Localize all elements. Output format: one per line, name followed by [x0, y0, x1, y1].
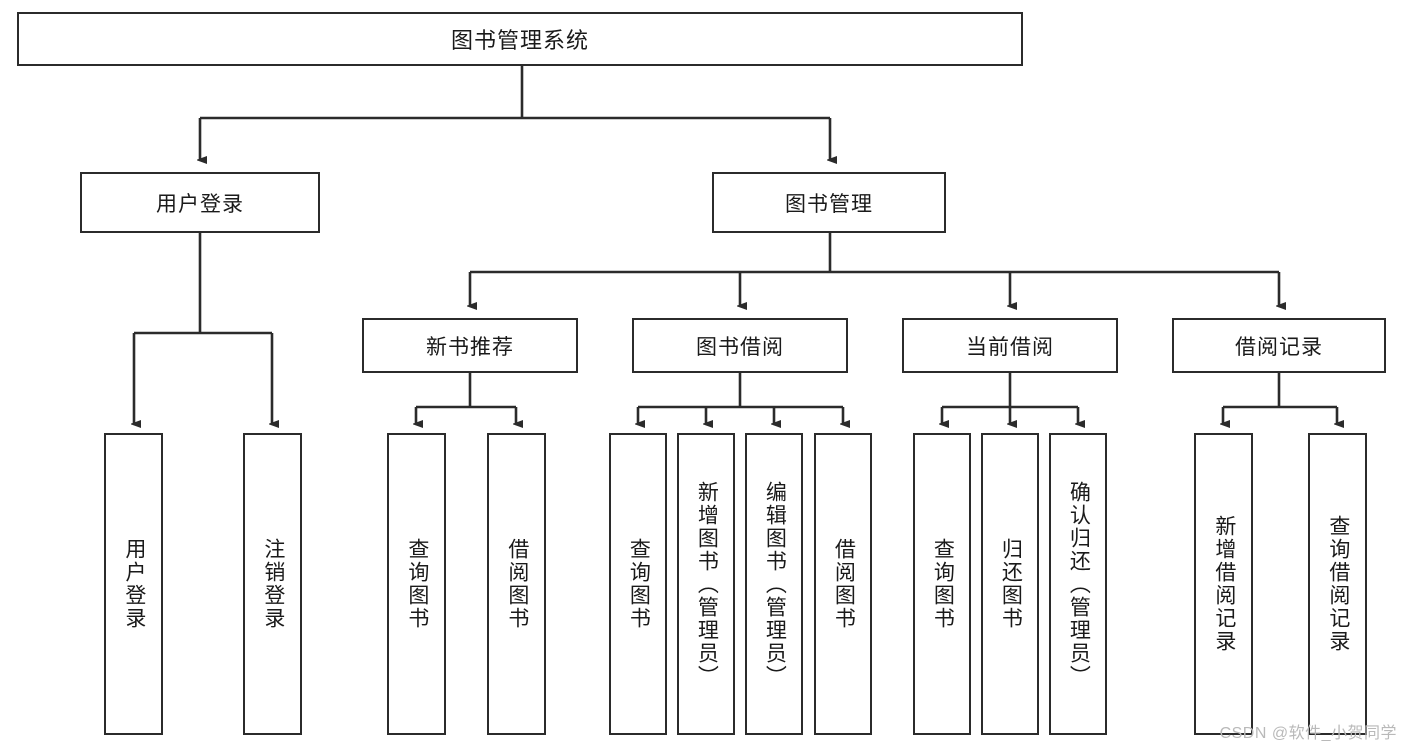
node-leaf-query-book-2[interactable]: 查询图书 — [609, 433, 667, 735]
watermark: CSDN @软件_小贺同学 — [1219, 725, 1397, 742]
node-book-manage[interactable]: 图书管理 — [712, 172, 946, 233]
node-user-login[interactable]: 用户登录 — [80, 172, 320, 233]
node-leaf-query-book-1[interactable]: 查询图书 — [387, 433, 446, 735]
node-current-borrow-label: 当前借阅 — [966, 335, 1054, 359]
node-leaf-add-record-label: 新增借阅记录 — [1212, 515, 1236, 653]
node-leaf-user-login-label: 用户登录 — [122, 538, 146, 630]
node-leaf-query-record[interactable]: 查询借阅记录 — [1308, 433, 1367, 735]
node-new-book-recommend[interactable]: 新书推荐 — [362, 318, 578, 373]
node-leaf-query-record-label: 查询借阅记录 — [1326, 515, 1350, 653]
node-new-book-recommend-label: 新书推荐 — [426, 335, 514, 359]
node-leaf-user-login[interactable]: 用户登录 — [104, 433, 163, 735]
node-leaf-query-book-3[interactable]: 查询图书 — [913, 433, 971, 735]
node-leaf-return-book-label: 归还图书 — [999, 538, 1023, 630]
node-leaf-borrow-book-2[interactable]: 借阅图书 — [814, 433, 872, 735]
node-book-borrow[interactable]: 图书借阅 — [632, 318, 848, 373]
node-leaf-borrow-book-1[interactable]: 借阅图书 — [487, 433, 546, 735]
node-leaf-add-book-label: 新增图书（管理员） — [695, 480, 719, 688]
node-leaf-add-book[interactable]: 新增图书（管理员） — [677, 433, 735, 735]
node-root-label: 图书管理系统 — [450, 28, 589, 53]
node-leaf-confirm-return-label: 确认归还（管理员） — [1067, 480, 1091, 688]
node-book-manage-label: 图书管理 — [785, 192, 873, 216]
node-leaf-query-book-2-label: 查询图书 — [627, 538, 651, 630]
node-leaf-borrow-book-1-label: 借阅图书 — [505, 538, 529, 630]
node-leaf-user-logout[interactable]: 注销登录 — [243, 433, 302, 735]
node-leaf-add-record[interactable]: 新增借阅记录 — [1194, 433, 1253, 735]
node-leaf-edit-book-label: 编辑图书（管理员） — [763, 480, 787, 688]
node-leaf-user-logout-label: 注销登录 — [261, 538, 285, 630]
node-borrow-record[interactable]: 借阅记录 — [1172, 318, 1386, 373]
node-root[interactable]: 图书管理系统 — [17, 12, 1023, 66]
node-leaf-edit-book[interactable]: 编辑图书（管理员） — [745, 433, 803, 735]
node-borrow-record-label: 借阅记录 — [1235, 335, 1323, 359]
node-leaf-confirm-return[interactable]: 确认归还（管理员） — [1049, 433, 1107, 735]
node-leaf-query-book-3-label: 查询图书 — [931, 538, 955, 630]
node-leaf-borrow-book-2-label: 借阅图书 — [832, 538, 856, 630]
node-user-login-label: 用户登录 — [156, 192, 244, 216]
node-leaf-return-book[interactable]: 归还图书 — [981, 433, 1039, 735]
node-book-borrow-label: 图书借阅 — [696, 335, 784, 359]
node-current-borrow[interactable]: 当前借阅 — [902, 318, 1118, 373]
node-leaf-query-book-1-label: 查询图书 — [405, 538, 429, 630]
